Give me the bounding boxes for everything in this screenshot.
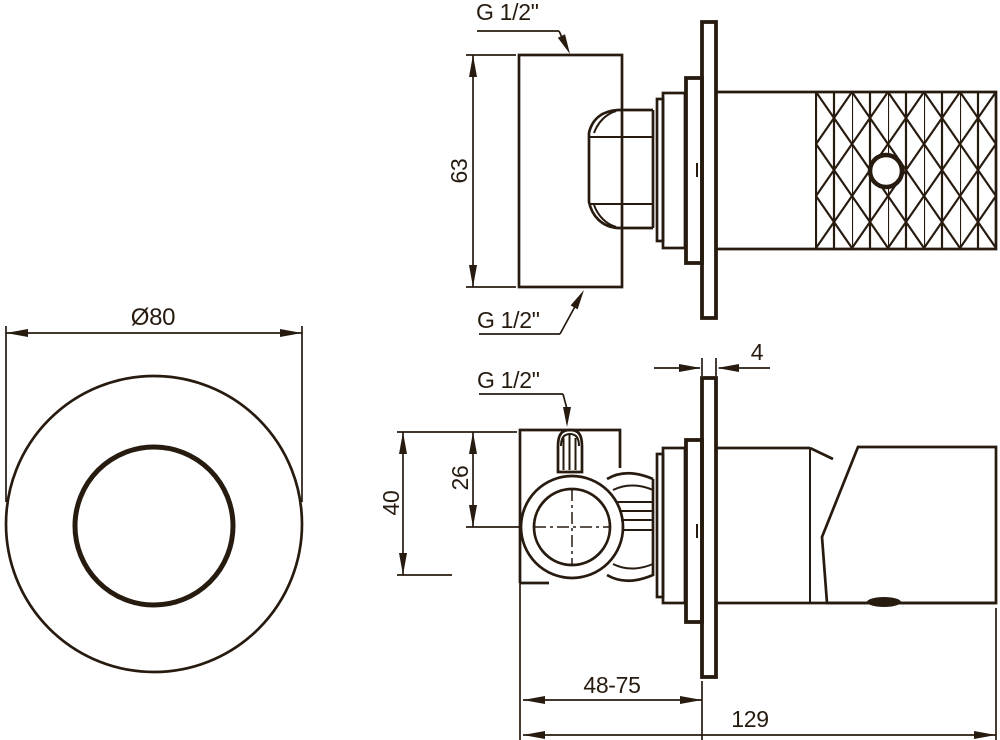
plate-thickness-label: 4 (751, 339, 764, 365)
dimension-plate-thickness: 4 (654, 339, 770, 376)
handle-cone-edge (809, 446, 834, 461)
bottom-connection-label: G 1/2" (477, 307, 540, 333)
plate-outer-circle (4, 374, 304, 674)
cartridge-neck (587, 108, 653, 230)
arrowhead-left (679, 364, 701, 372)
knurled-grip (820, 445, 998, 605)
knurled-grip (816, 92, 996, 249)
dimension-plate-diameter: Ø80 (5, 304, 303, 502)
boss-top-inner (612, 484, 654, 491)
dimension-connection-offset: 26 (447, 432, 519, 528)
neck-shoulder-top (593, 110, 617, 134)
arrowhead-left (523, 696, 545, 704)
leader-line (562, 393, 568, 410)
arrowhead-right (280, 329, 302, 337)
inlet-connection-label: G 1/2" (477, 367, 540, 393)
mounting-ring (684, 438, 704, 624)
arrowhead-bottom (469, 505, 477, 527)
threaded-inlet (556, 428, 584, 474)
dimension-overall-depth: 129 (523, 608, 997, 740)
cartridge-housing-outer (519, 474, 625, 580)
overall-depth-label: 129 (731, 706, 768, 732)
flange-large (661, 91, 687, 250)
boss-top-curve (606, 472, 654, 481)
label-bottom-connection: G 1/2" (477, 290, 584, 335)
upper-side-view: 63 G 1/2" G 1/2" (446, 0, 998, 335)
arrowhead-right (680, 696, 702, 704)
boss-bottom-curve (606, 573, 654, 582)
label-top-connection: G 1/2" (476, 0, 570, 54)
leader-arrowhead (563, 407, 571, 427)
handle-hub-circle (72, 444, 236, 608)
boss-bottom-inner (612, 563, 654, 570)
label-inlet-connection: G 1/2" (477, 367, 571, 427)
dimension-body-height: 63 (446, 54, 516, 288)
dimension-body-depth: 40 (378, 431, 517, 576)
arrowhead-right (974, 731, 996, 739)
valve-body (517, 53, 624, 289)
arrowhead-left (6, 329, 28, 337)
installation-depth-label: 48-75 (583, 672, 640, 698)
lower-side-view: 4 40 26 G 1/2" (378, 339, 998, 740)
arrowhead-top (469, 432, 477, 454)
flange-large (661, 446, 687, 605)
set-screw-hole (867, 152, 905, 190)
body-height-label: 63 (446, 159, 472, 184)
leader-arrowhead (570, 290, 584, 310)
body-depth-label: 40 (378, 491, 404, 516)
connection-offset-label: 26 (447, 466, 473, 491)
set-screw-hole-edge (867, 597, 901, 607)
arrowhead-top (469, 55, 477, 77)
dimension-installation-depth: 48-75 (519, 583, 703, 740)
wall-plate-edge (700, 20, 718, 320)
mounting-ring (684, 76, 704, 265)
arrowhead-right (717, 364, 739, 372)
top-connection-label: G 1/2" (476, 0, 539, 25)
front-view: Ø80 (4, 304, 304, 674)
arrowhead-left (523, 731, 545, 739)
arrowhead-bottom (399, 553, 407, 575)
arrowhead-bottom (469, 265, 477, 287)
wall-plate-edge (700, 376, 718, 679)
neck-shoulder-bottom (593, 204, 617, 228)
leader-arrowhead (557, 34, 570, 54)
plate-diameter-label: Ø80 (131, 304, 175, 331)
arrowhead-top (399, 432, 407, 454)
